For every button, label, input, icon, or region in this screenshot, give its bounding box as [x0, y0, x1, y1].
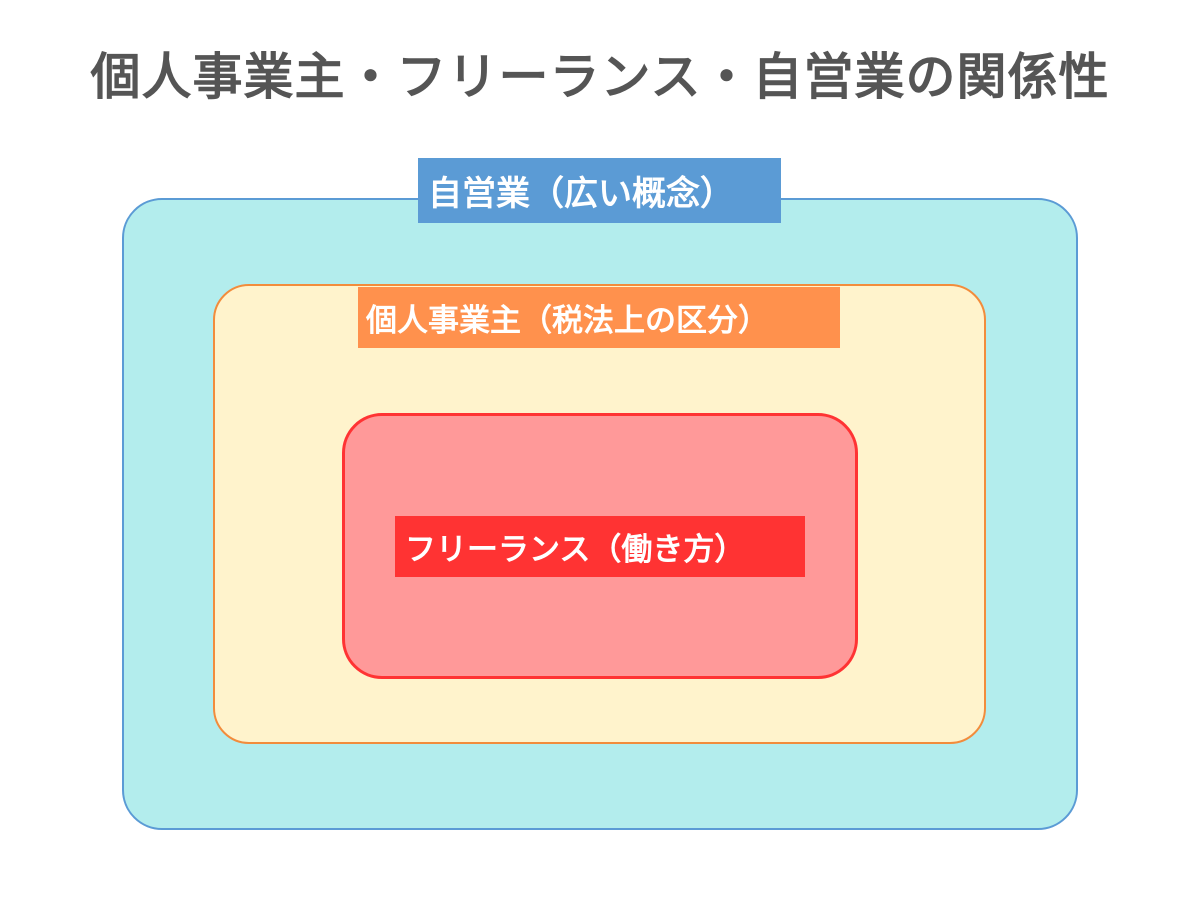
sole-proprietor-label-text: 個人事業主（税法上の区分）	[366, 303, 769, 339]
diagram-title: 個人事業主・フリーランス・自営業の関係性	[90, 48, 1110, 106]
self-employed-label-text: 自営業（広い概念）	[428, 174, 734, 214]
freelance-label-text: フリーランス（働き方）	[405, 532, 746, 568]
sole-proprietor-label: 個人事業主（税法上の区分）	[358, 287, 840, 348]
self-employed-label: 自営業（広い概念）	[418, 158, 781, 223]
freelance-label: フリーランス（働き方）	[395, 516, 805, 577]
